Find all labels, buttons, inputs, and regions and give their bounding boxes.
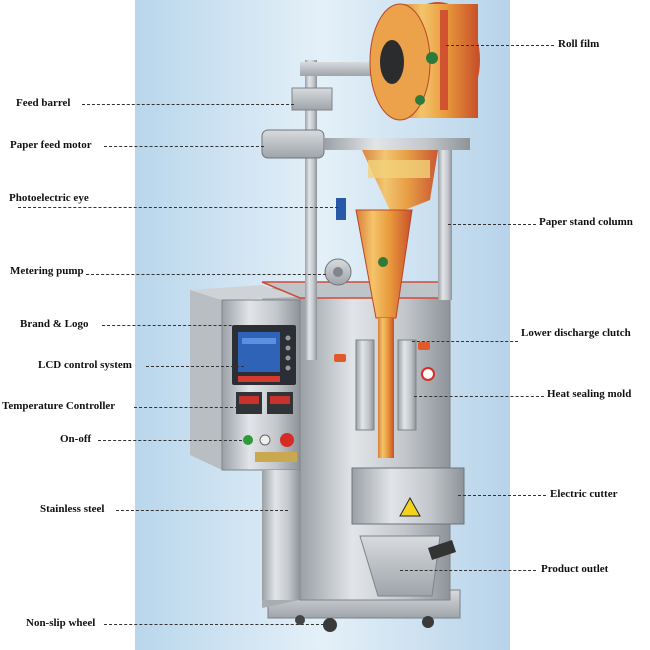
leader-on-off (98, 440, 242, 441)
label-on-off: On-off (60, 433, 92, 445)
temp-controller-left-display (239, 396, 259, 404)
discharge-tube (378, 318, 394, 458)
lcd-key-3 (285, 355, 291, 361)
leader-lcd-control-system (146, 366, 244, 367)
control-box-top (190, 285, 300, 300)
emergency-stop (280, 433, 294, 447)
warning-sign (421, 367, 435, 381)
wheel-left (323, 618, 337, 632)
leader-heat-sealing-mold (414, 396, 544, 397)
roll-film-stripe (440, 10, 448, 110)
roll-film-print-2 (415, 95, 425, 105)
outlet-lever (428, 540, 456, 560)
leader-non-slip-wheel (104, 624, 324, 625)
nameplate (255, 452, 297, 462)
cone-print (378, 257, 388, 267)
leader-metering-pump (86, 274, 326, 275)
label-lcd-control-system: LCD control system (38, 359, 132, 371)
label-photoelectric-eye: Photoelectric eye (9, 192, 89, 204)
leader-product-outlet (400, 570, 536, 571)
clutch-knob-left (334, 354, 346, 362)
leader-brand-logo (102, 325, 252, 326)
feed-barrel (291, 87, 333, 111)
label-paper-feed-motor: Paper feed motor (10, 139, 92, 151)
leader-temperature-controller (134, 407, 238, 408)
leader-paper-stand-column (448, 224, 536, 225)
roll-film-core (380, 40, 404, 84)
control-box-side (190, 290, 222, 470)
lcd-highlight (242, 338, 276, 344)
leader-paper-feed-motor (104, 146, 264, 147)
paper-feed-motor (261, 129, 325, 159)
label-stainless-steel: Stainless steel (40, 503, 105, 515)
hazard-triangle (399, 496, 421, 517)
lcd-key-4 (285, 365, 291, 371)
roll-film-print-1 (426, 52, 438, 64)
wheel-right (422, 616, 434, 628)
leader-stainless-steel (116, 510, 288, 511)
label-product-outlet: Product outlet (541, 563, 609, 575)
leader-lower-discharge-clutch (412, 341, 518, 342)
label-non-slip-wheel: Non-slip wheel (26, 617, 96, 629)
stainless-panel (262, 470, 300, 600)
label-lower-discharge-clutch: Lower discharge clutch (521, 327, 631, 339)
feed-rollers-bar (324, 138, 470, 150)
label-paper-stand-column: Paper stand column (539, 216, 633, 228)
heat-seal-mold-right (397, 339, 417, 431)
wheel-back (295, 615, 305, 625)
power-button-white (259, 434, 271, 446)
label-feed-barrel: Feed barrel (16, 97, 71, 109)
clutch-knob-right (418, 342, 430, 350)
label-brand-logo: Brand & Logo (20, 318, 89, 330)
leader-electric-cutter (458, 495, 546, 496)
film-print-band (368, 160, 430, 178)
metering-pump-hub (333, 267, 343, 277)
lcd-key-1 (285, 335, 291, 341)
leader-photoelectric-eye (18, 207, 338, 208)
photoelectric-eye (336, 198, 346, 220)
power-button-green (243, 435, 253, 445)
leader-feed-barrel (82, 104, 294, 105)
label-electric-cutter: Electric cutter (550, 488, 618, 500)
label-roll-film: Roll film (558, 38, 600, 50)
lcd-button-bar (238, 376, 280, 382)
lcd-key-2 (285, 345, 291, 351)
label-temperature-controller: Temperature Controller (2, 400, 116, 412)
product-outlet (359, 535, 441, 597)
leader-roll-film (446, 45, 554, 46)
label-metering-pump: Metering pump (10, 265, 84, 277)
temp-controller-right-display (270, 396, 290, 404)
heat-seal-mold-left (355, 339, 375, 431)
label-heat-sealing-mold: Heat sealing mold (547, 388, 632, 400)
paper-stand-column (438, 140, 452, 300)
